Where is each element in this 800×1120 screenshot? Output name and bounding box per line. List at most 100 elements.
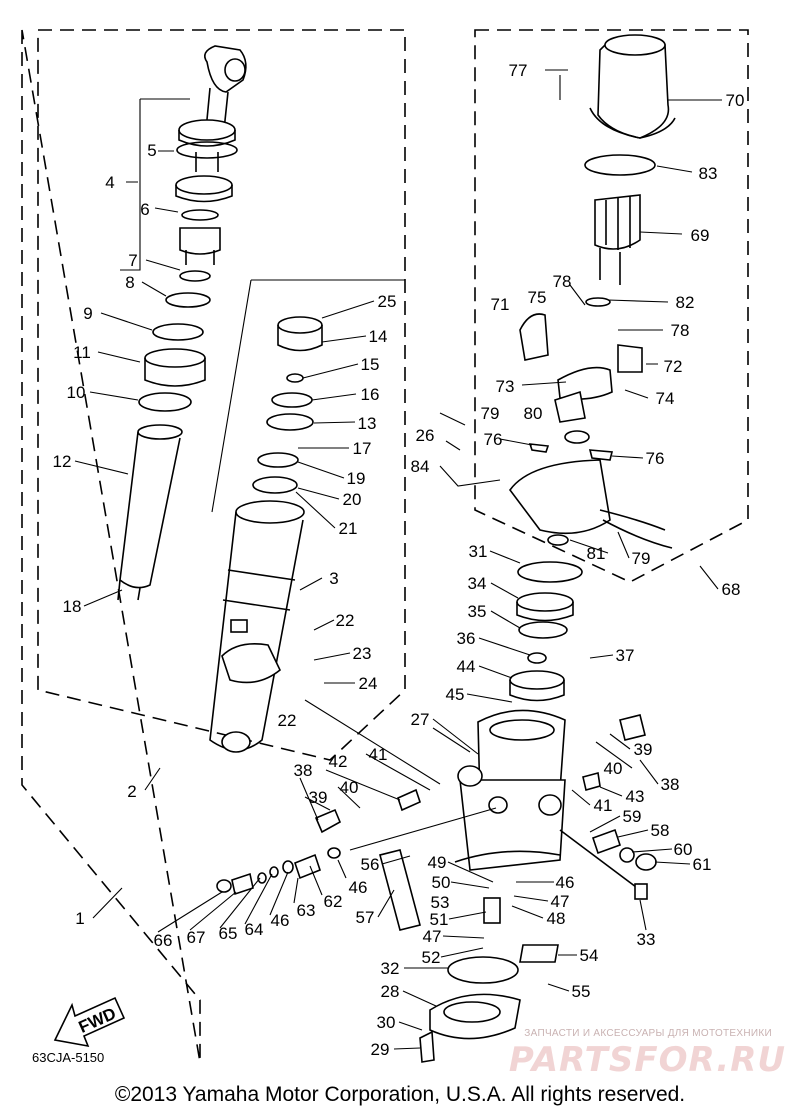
callout-38: 38: [661, 775, 680, 794]
callout-60: 60: [674, 840, 693, 859]
callout-63: 63: [297, 901, 316, 920]
watermark-logo[interactable]: PARTSFOR.RU: [508, 1040, 786, 1080]
callout-28: 28: [381, 982, 400, 1001]
callout-8: 8: [125, 273, 134, 292]
callout-4: 4: [105, 173, 114, 192]
callout-40: 40: [604, 759, 623, 778]
callout-6: 6: [140, 200, 149, 219]
callout-21: 21: [339, 519, 358, 538]
callout-43: 43: [626, 787, 645, 806]
group-1-frame: [21, 29, 201, 1063]
callout-36: 36: [457, 629, 476, 648]
callout-66: 66: [154, 931, 173, 950]
callout-34: 34: [468, 574, 487, 593]
callout-17: 17: [353, 439, 372, 458]
callout-73: 73: [496, 377, 515, 396]
callout-27: 27: [411, 710, 430, 729]
group-68-frame: [474, 29, 749, 583]
callout-9: 9: [83, 304, 92, 323]
callout-68: 68: [722, 580, 741, 599]
callout-42: 42: [329, 752, 348, 771]
callout-48: 48: [547, 909, 566, 928]
callout-16: 16: [361, 385, 380, 404]
callout-78: 78: [553, 272, 572, 291]
callout-38: 38: [294, 761, 313, 780]
callout-47: 47: [551, 892, 570, 911]
callout-49: 49: [428, 853, 447, 872]
callout-12: 12: [53, 452, 72, 471]
callout-44: 44: [457, 657, 476, 676]
callout-57: 57: [356, 908, 375, 927]
callout-70: 70: [726, 91, 745, 110]
callout-46: 46: [556, 873, 575, 892]
callout-37: 37: [616, 646, 635, 665]
leader-lines: [74, 69, 722, 1050]
callout-47: 47: [423, 927, 442, 946]
callout-32: 32: [381, 959, 400, 978]
callout-59: 59: [623, 807, 642, 826]
callout-84: 84: [411, 457, 430, 476]
callout-26: 26: [416, 426, 435, 445]
callout-62: 62: [324, 892, 343, 911]
callout-82: 82: [676, 293, 695, 312]
callout-29: 29: [371, 1040, 390, 1059]
callout-81: 81: [587, 544, 606, 563]
callout-7: 7: [128, 251, 137, 270]
callout-56: 56: [361, 855, 380, 874]
copyright-notice: ©2013 Yamaha Motor Corporation, U.S.A. A…: [114, 1083, 686, 1106]
callout-65: 65: [219, 924, 238, 943]
callout-22: 22: [336, 611, 355, 630]
callout-10: 10: [67, 383, 86, 402]
power-trim-motor-assembly: [509, 34, 676, 549]
callout-5: 5: [147, 141, 156, 160]
callout-75: 75: [528, 288, 547, 307]
callout-72: 72: [664, 357, 683, 376]
callout-41: 41: [594, 796, 613, 815]
watermark-caption: ЗАПЧАСТИ И АКСЕССУАРЫ ДЛЯ МОТОТЕХНИКИ: [524, 1028, 772, 1039]
callout-76: 76: [646, 449, 665, 468]
callout-71: 71: [491, 295, 510, 314]
callout-76: 76: [484, 430, 503, 449]
callout-50: 50: [432, 873, 451, 892]
callout-83: 83: [699, 164, 718, 183]
callout-53: 53: [431, 893, 450, 912]
callout-20: 20: [343, 490, 362, 509]
callout-46: 46: [349, 878, 368, 897]
callout-25: 25: [378, 292, 397, 311]
callout-3: 3: [329, 569, 338, 588]
callout-39: 39: [309, 788, 328, 807]
callout-46: 46: [271, 911, 290, 930]
callout-14: 14: [369, 327, 388, 346]
callout-61: 61: [693, 855, 712, 874]
callout-39: 39: [634, 740, 653, 759]
callout-79: 79: [481, 404, 500, 423]
callout-18: 18: [63, 597, 82, 616]
callout-58: 58: [651, 821, 670, 840]
callout-78: 78: [671, 321, 690, 340]
callout-67: 67: [187, 928, 206, 947]
callout-11: 11: [73, 343, 91, 362]
callout-51: 51: [430, 910, 449, 929]
pump-manifold-assembly: [379, 561, 583, 1040]
callout-13: 13: [358, 414, 377, 433]
callout-77: 77: [509, 61, 528, 80]
group-2-frame: [37, 29, 406, 761]
diagram-code: 63CJA-5150: [32, 1050, 105, 1065]
callout-30: 30: [377, 1013, 396, 1032]
tilt-cylinder-assembly: [209, 316, 323, 753]
callout-35: 35: [468, 602, 487, 621]
callout-24: 24: [359, 674, 378, 693]
valve-parts-row: [216, 714, 657, 1063]
callout-74: 74: [656, 389, 675, 408]
callout-80: 80: [524, 404, 543, 423]
callout-52: 52: [422, 948, 441, 967]
callout-23: 23: [353, 644, 372, 663]
callout-79: 79: [632, 549, 651, 568]
callout-15: 15: [361, 355, 380, 374]
callout-45: 45: [446, 685, 465, 704]
callout-40: 40: [340, 778, 359, 797]
callout-69: 69: [691, 226, 710, 245]
